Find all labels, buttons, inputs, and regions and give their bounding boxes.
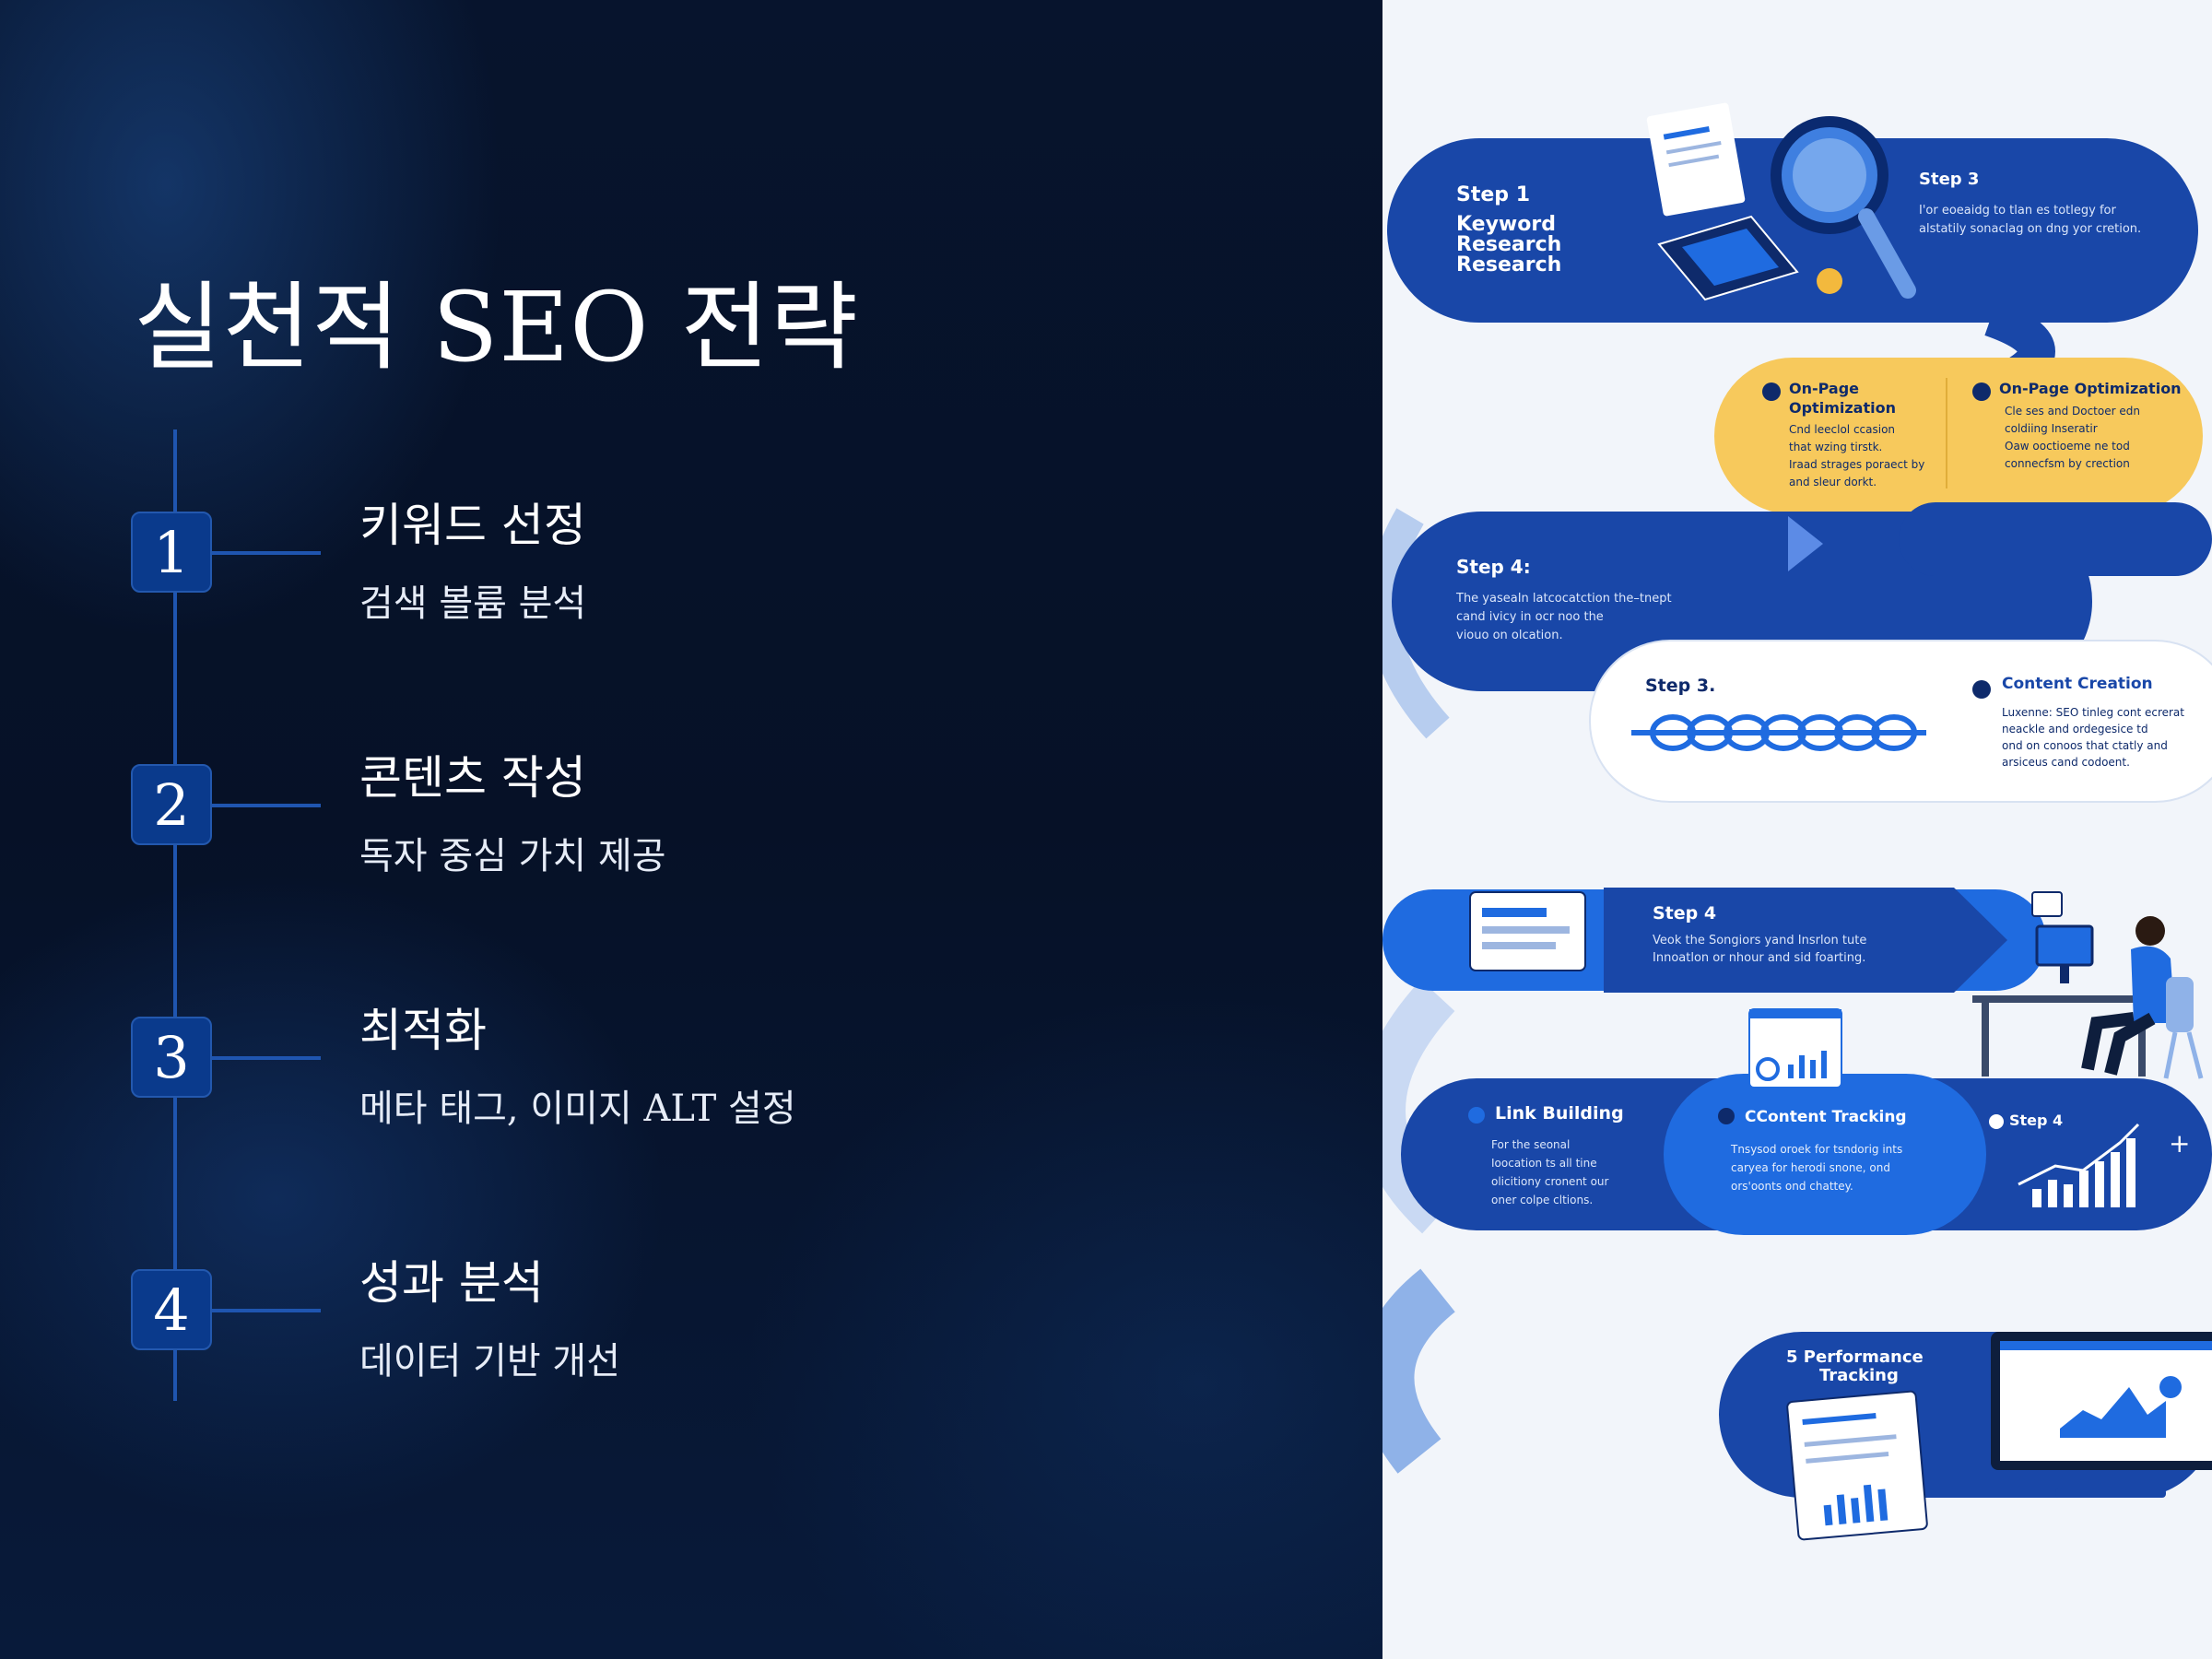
band-bullet: and sleur dorkt. <box>1789 476 1877 488</box>
coin-icon <box>1817 268 1842 294</box>
arrow-banner <box>1604 888 2007 993</box>
step-number-badge: 1 <box>131 512 212 593</box>
timeline-step-3: 3 최적화 메타 태그, 이미지 ALT 설정 <box>0 975 1290 1130</box>
band-title-line: Link Building <box>1495 1103 1624 1124</box>
band-title-line: Content Creation <box>2002 675 2153 693</box>
magnifier-icon <box>1771 116 1916 299</box>
step-description: 검색 볼륨 분석 <box>359 582 587 625</box>
band-bullet: Cle ses and Doctoer edn <box>2005 405 2140 418</box>
band-title-line: Tracking <box>1819 1366 1899 1385</box>
timeline-step-4: 4 성과 분석 데이터 기반 개선 <box>0 1228 1290 1382</box>
band-title-line: 5 Performance <box>1786 1347 1924 1367</box>
band-text-line: Innoatlon or nhour and sid foarting. <box>1653 951 1865 965</box>
band-text-line: viouo on olcation. <box>1456 629 1563 642</box>
band-step-label: Step 3 <box>1919 170 1979 189</box>
analytics-monitor-icon <box>1991 1332 2212 1498</box>
step-band <box>1714 358 2203 514</box>
band-bullet: oner colpe cltions. <box>1491 1194 1593 1206</box>
band-bullet: Cnd leeclol ccasion <box>1789 423 1895 436</box>
step-band <box>1589 640 2212 803</box>
band-bullet: Luxenne: SEO tinleg cont ecrerat <box>2002 706 2184 719</box>
step-band-extension <box>1899 502 2212 576</box>
step-band-highlight <box>1664 1074 1986 1235</box>
timeline-connector <box>212 1309 321 1312</box>
band-title-line: Research <box>1456 233 1561 256</box>
band-bullet: Iraad strages poraect by <box>1789 458 1924 471</box>
step-number-icon <box>1989 1114 2004 1129</box>
chart-window-icon <box>2031 891 2063 917</box>
infographic-svg: Step 1 Keyword Research Research Step 3 … <box>1382 102 2212 1541</box>
slide-title: 실천적 SEO 전략 <box>134 271 859 383</box>
document-icon <box>1646 102 1746 217</box>
band-text-line: Veok the Songiors yand Insrlon tute <box>1653 934 1866 947</box>
sparkle-icon: + <box>2169 1128 2190 1159</box>
band-title-line: Keyword <box>1456 213 1556 236</box>
band-title-line: Optimization <box>1789 399 1896 417</box>
band-bullet: Oaw ooctioeme ne tod <box>2005 440 2130 453</box>
step-number-badge: 3 <box>131 1017 212 1098</box>
timeline-connector <box>212 551 321 555</box>
band-bullet: Tnsysod oroek for tsndorig ints <box>1730 1143 1902 1156</box>
band-text-line: cand ivicy in ocr noo the <box>1456 610 1604 624</box>
step-number-icon <box>1718 1108 1735 1124</box>
band-bullet: connecfsm by crection <box>2005 457 2130 470</box>
step-band <box>1387 138 2198 323</box>
step-title: 성과 분석 <box>359 1256 544 1310</box>
band-bullet: arsiceus cand codoent. <box>2002 756 2130 769</box>
monitor-icon <box>1469 891 1586 971</box>
step-title: 키워드 선정 <box>359 499 586 552</box>
step-number-badge: 2 <box>131 764 212 845</box>
band-title-line: CContent Tracking <box>1745 1108 1907 1126</box>
band-bullet: coldiing Inseratir <box>2005 422 2098 435</box>
timeline-line <box>173 429 177 1401</box>
band-text-line: The yaseaIn latcocatction the–tnept <box>1455 592 1672 606</box>
curve-connector <box>1382 508 1450 739</box>
seo-infographic: Step 1 Keyword Research Research Step 3 … <box>1382 0 2212 1659</box>
step-description: 독자 중심 가치 제공 <box>359 835 666 877</box>
arrow-icon <box>1788 516 1823 571</box>
band-bullet: ors'oonts ond chattey. <box>1731 1180 1853 1193</box>
band-bullet: Ioocation ts all tine <box>1491 1157 1597 1170</box>
step-title: 콘텐츠 작성 <box>359 751 586 805</box>
step-number-icon <box>1972 680 1991 699</box>
step-number-icon <box>1972 382 1991 401</box>
chain-link-icon <box>1631 714 1926 751</box>
report-document-icon <box>1786 1390 1928 1541</box>
band-title-line: On-Page <box>1789 380 1859 397</box>
slide-text-panel: 실천적 SEO 전략 1 키워드 선정 검색 볼륨 분석 2 콘텐츠 작성 독자… <box>0 0 1382 1659</box>
person-at-desk-icon <box>1972 916 2204 1079</box>
step-number-icon <box>1762 382 1781 401</box>
step-number-icon <box>1468 1107 1485 1124</box>
band-bullet: ond on conoos that ctatly and <box>2002 739 2168 752</box>
timeline-step-2: 2 콘텐츠 작성 독자 중심 가치 제공 <box>0 723 1290 877</box>
band-bullet: olicitiony cronent our <box>1491 1175 1609 1188</box>
band-bullet: that wzing tirstk. <box>1789 441 1882 453</box>
band-text-line: I'or eoeaidg to tlan es totlegy for <box>1919 204 2117 218</box>
band-text-line: alstatily sonaclag on dng yor cretion. <box>1919 222 2141 236</box>
growth-chart-icon <box>2018 1123 2140 1207</box>
step-number-badge: 4 <box>131 1269 212 1350</box>
timeline-step-1: 1 키워드 선정 검색 볼륨 분석 <box>0 470 1290 625</box>
timeline-connector <box>212 804 321 807</box>
step-description: 데이터 기반 개선 <box>359 1340 621 1382</box>
step-description: 메타 태그, 이미지 ALT 설정 <box>359 1088 796 1130</box>
band-step-label: Step 4 <box>1653 903 1716 924</box>
band-step-label: Step 4: <box>1456 556 1531 578</box>
band-step-label: Step 3. <box>1645 676 1715 696</box>
dashboard-chart-icon <box>1748 1008 1842 1088</box>
curve-connector <box>1382 1268 1456 1474</box>
laptop-icon <box>1657 215 1799 301</box>
step-title: 최적화 <box>359 1004 487 1057</box>
band-title-line: On-Page Optimization <box>1999 380 2182 397</box>
band-bullet: For the seonal <box>1491 1138 1570 1151</box>
band-step-label: Step 4 <box>2009 1112 2063 1129</box>
band-bullet: neackle and ordegesice td <box>2002 723 2148 735</box>
band-title-line: Research <box>1456 253 1561 276</box>
band-bullet: caryea for herodi snone, ond <box>1731 1161 1890 1174</box>
timeline-connector <box>212 1056 321 1060</box>
band-step-label: Step 1 <box>1456 183 1530 206</box>
